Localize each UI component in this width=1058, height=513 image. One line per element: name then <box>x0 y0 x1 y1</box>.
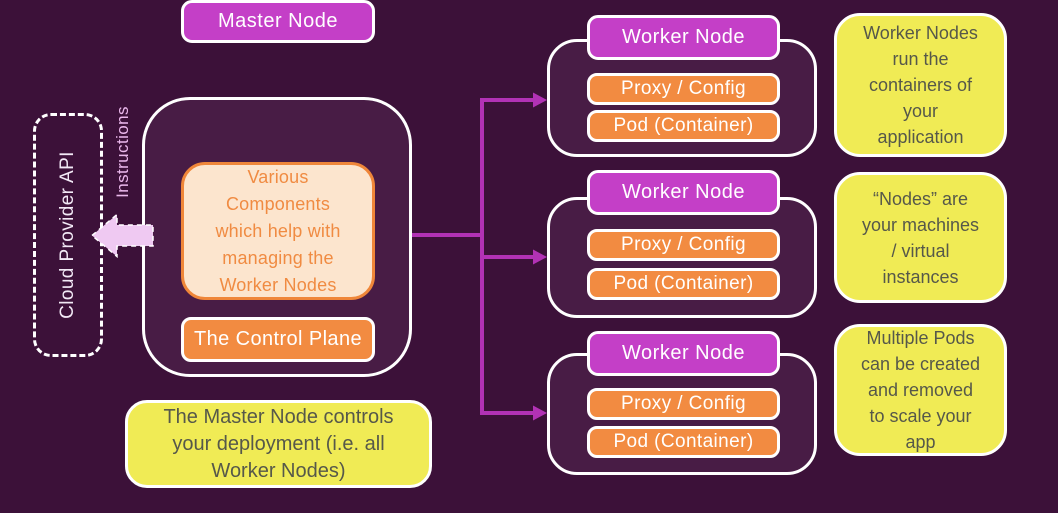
arrowhead-icon <box>533 92 547 108</box>
control-plane-box: The Control Plane <box>181 317 375 362</box>
note-nodes-machines: “Nodes” are your machines / virtual inst… <box>834 172 1007 303</box>
instructions-arrow-icon <box>90 213 154 258</box>
note-worker-nodes: Worker Nodes run the containers of your … <box>834 13 1007 157</box>
pod-container-box: Pod (Container) <box>587 268 780 300</box>
arrowhead-icon <box>533 405 547 421</box>
pod-container-box: Pod (Container) <box>587 110 780 142</box>
cloud-provider-api-label: Cloud Provider API <box>57 151 79 319</box>
pod-container-box: Pod (Container) <box>587 426 780 458</box>
master-caption-note: The Master Node controls your deployment… <box>125 400 432 488</box>
worker-node-header: Worker Node <box>587 170 780 215</box>
worker-node-header: Worker Node <box>587 331 780 376</box>
arrowhead-icon <box>533 249 547 265</box>
note-multiple-pods: Multiple Pods can be created and removed… <box>834 324 1007 456</box>
instructions-label: Instructions <box>113 106 132 198</box>
master-node-header: Master Node <box>181 0 375 43</box>
master-components-note: Various Components which help with manag… <box>181 162 375 300</box>
proxy-config-box: Proxy / Config <box>587 73 780 105</box>
proxy-config-box: Proxy / Config <box>587 229 780 261</box>
proxy-config-box: Proxy / Config <box>587 388 780 420</box>
worker-node-header: Worker Node <box>587 15 780 60</box>
